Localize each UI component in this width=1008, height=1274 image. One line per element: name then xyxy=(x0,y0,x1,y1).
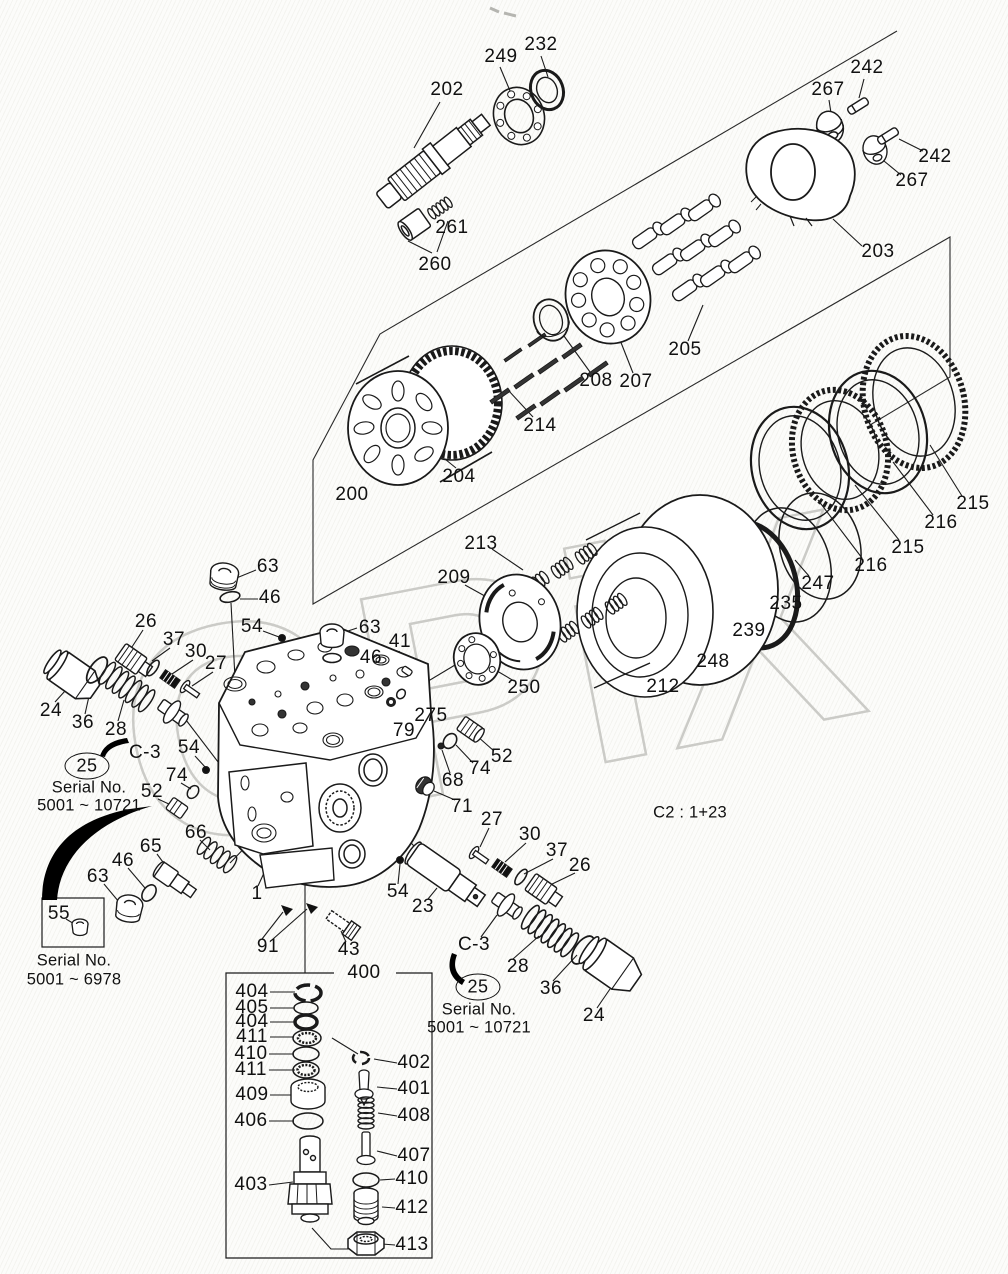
part-203-swash-plate xyxy=(745,127,856,227)
part-247-ring xyxy=(778,492,862,600)
part-412-plug xyxy=(353,1187,379,1226)
part-242-pin-a xyxy=(846,97,870,115)
part-1-housing xyxy=(217,627,435,889)
part-30-spring-left xyxy=(159,669,181,689)
part-411-ring-a xyxy=(292,1029,322,1047)
part-37-washer-right xyxy=(514,868,528,886)
part-30-spring-right xyxy=(491,858,513,878)
part-232-seal xyxy=(528,68,566,112)
part-406-ring xyxy=(292,1112,324,1130)
part-408-spring xyxy=(357,1096,375,1130)
swoosh-arrows xyxy=(42,738,465,985)
part-261-spring xyxy=(427,196,453,220)
part-91-arrows xyxy=(281,903,318,916)
part-242-pin-b xyxy=(876,127,900,145)
group-frame-lines xyxy=(312,30,951,605)
part-407-pin xyxy=(356,1131,376,1166)
part-405-ring xyxy=(293,1001,319,1015)
part-63-plug-on-housing xyxy=(319,623,345,649)
part-404-ring-b xyxy=(293,1013,319,1031)
part-66-spring xyxy=(196,836,238,874)
part-24-plug-left xyxy=(43,649,101,700)
part-54-set-pins xyxy=(202,634,404,864)
part-403-body xyxy=(287,1135,333,1223)
part-26-seat-left xyxy=(114,643,154,678)
part-249-bearing xyxy=(492,86,546,146)
part-28-spring-right xyxy=(520,904,580,958)
part-214-pins xyxy=(489,332,609,421)
part-71-plug xyxy=(415,776,435,796)
part-68-nut-right xyxy=(437,742,445,750)
part-27-pin-right xyxy=(468,845,490,865)
part-275-ring xyxy=(395,688,407,700)
part-63-plug-bottom xyxy=(115,894,144,923)
part-409-seat xyxy=(290,1078,326,1110)
part-205-pistons xyxy=(631,193,762,302)
part-204-cylinder-block xyxy=(347,345,503,486)
part-37-washer-left xyxy=(146,659,160,677)
part-63-plug-top-left xyxy=(209,562,240,591)
part-209-plate xyxy=(478,573,562,671)
part-74-oring-right xyxy=(442,732,458,750)
part-216-plate-right xyxy=(827,369,929,495)
part-46-oring-top-left xyxy=(219,590,241,604)
part-212-brake-piston xyxy=(576,494,779,698)
part-24-plug-right xyxy=(578,935,643,992)
serial-55-box xyxy=(41,897,105,948)
valve-kit-400-box xyxy=(225,972,433,1259)
part-23-spool xyxy=(404,841,487,908)
part-215-plate-right xyxy=(859,333,969,471)
part-74-oring-left xyxy=(186,784,200,800)
part-27-pin-left xyxy=(179,679,201,699)
part-26-seat-right xyxy=(524,873,564,908)
part-207-retainer-plate xyxy=(564,249,652,345)
part-43-bolt xyxy=(325,909,362,942)
part-52-plug-right xyxy=(456,716,485,743)
part-c3-poppet-right xyxy=(491,892,523,920)
part-46-oring-bottom xyxy=(141,884,157,902)
part-411-ring-b xyxy=(292,1061,320,1079)
part-260-plug xyxy=(397,208,432,241)
part-413-nut xyxy=(347,1231,385,1256)
part-41-pin xyxy=(401,665,413,677)
part-202-shaft xyxy=(376,113,492,209)
part-c3-poppet-left xyxy=(157,699,189,727)
part-65-valve xyxy=(152,861,198,899)
part-250-bearing xyxy=(452,632,502,686)
part-28-spring-left xyxy=(98,661,156,713)
part-46-oring-on-housing xyxy=(322,652,342,664)
part-410-ring-b xyxy=(352,1172,380,1188)
part-402-clip xyxy=(351,1050,371,1066)
part-55-plug xyxy=(71,918,89,937)
part-404-ring-a xyxy=(293,983,323,1003)
part-79-nut xyxy=(386,697,396,707)
part-410-ring-a xyxy=(292,1046,320,1062)
part-208-ball-guide xyxy=(532,298,570,342)
part-52-plug-left xyxy=(165,797,189,819)
